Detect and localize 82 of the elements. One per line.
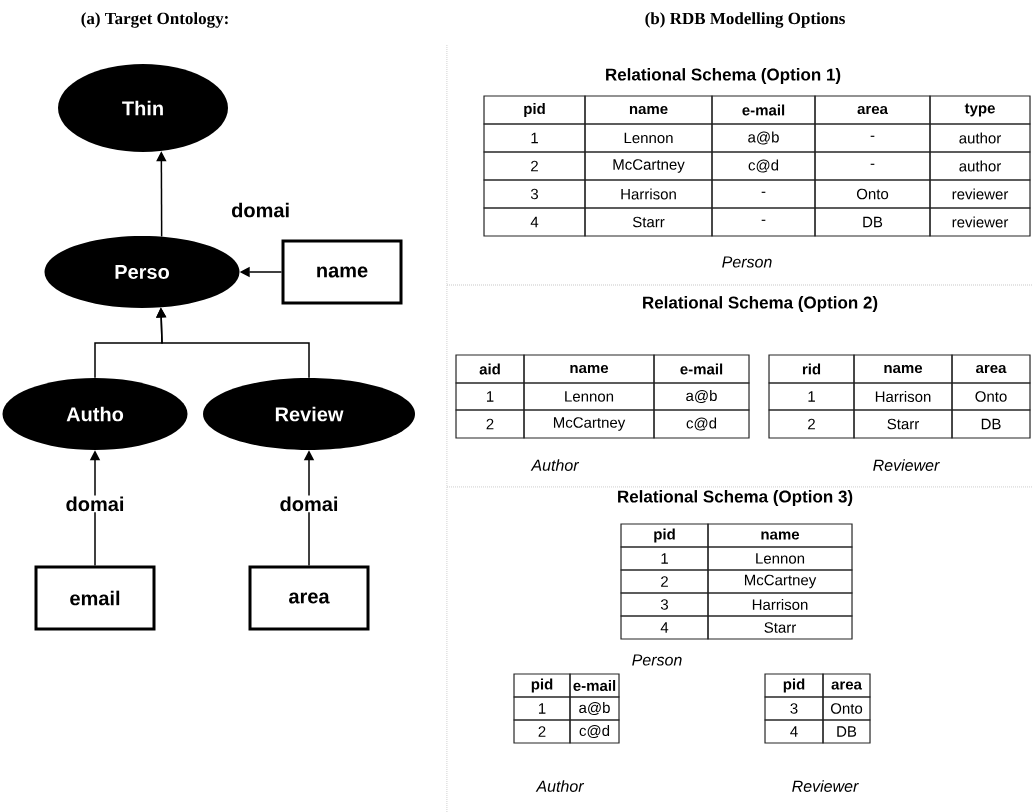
edge-label: domai xyxy=(64,495,126,513)
table-cell: e-mail xyxy=(569,673,620,698)
table-cell: Starr xyxy=(853,409,953,439)
table-caption: Author xyxy=(535,780,585,792)
panel-heading: (a) Target Ontology: xyxy=(81,12,228,28)
table-cell: 1 xyxy=(455,382,525,411)
table-cell: c@d xyxy=(569,719,620,744)
table-cell: a@b xyxy=(711,123,816,153)
table-cell: 1 xyxy=(620,546,709,571)
table-cell: e-mail xyxy=(653,354,750,384)
table-cell: 2 xyxy=(513,719,571,744)
table-cell: author xyxy=(929,123,1031,153)
edge-label: domai xyxy=(230,201,292,219)
table-cell: 3 xyxy=(764,696,824,721)
table-cell: DB xyxy=(951,409,1031,439)
table-cell: name xyxy=(584,95,713,125)
table-cell: pid xyxy=(620,523,709,548)
table-cell: DB xyxy=(822,719,871,744)
table-cell: 3 xyxy=(620,592,709,617)
table-cell: McCartney xyxy=(584,151,713,181)
table-caption: Person xyxy=(632,654,682,666)
table-cell: type xyxy=(929,95,1031,125)
table-caption: Person xyxy=(722,256,772,268)
table-cell: area xyxy=(814,95,931,125)
table-cell: Onto xyxy=(951,382,1031,411)
table-cell: 1 xyxy=(513,696,571,721)
table-cell: e-mail xyxy=(711,95,816,125)
table-cell: - xyxy=(814,123,931,153)
table-cell: Harrison xyxy=(707,592,853,617)
table-cell: name xyxy=(853,354,953,384)
table-cell: c@d xyxy=(711,151,816,181)
table-cell: Lennon xyxy=(584,123,713,153)
table-cell: name xyxy=(523,354,655,384)
table-cell: Lennon xyxy=(523,382,655,411)
property-box: area xyxy=(248,565,370,631)
table-cell: Onto xyxy=(822,696,871,721)
table-cell: rid xyxy=(768,354,855,384)
table-cell: c@d xyxy=(653,409,750,439)
table-cell: - xyxy=(711,179,816,209)
table-cell: Starr xyxy=(584,207,713,237)
table-cell: DB xyxy=(814,207,931,237)
table-cell: McCartney xyxy=(523,409,655,439)
table-caption: Author xyxy=(530,459,580,471)
table-cell: 4 xyxy=(620,615,709,640)
table-cell: reviewer xyxy=(929,179,1031,209)
panel-heading: (b) RDB Modelling Options xyxy=(645,12,845,28)
table-caption: Reviewer xyxy=(873,459,940,471)
table-cell: 3 xyxy=(483,179,586,209)
table-cell: 2 xyxy=(483,151,586,181)
table-cell: 2 xyxy=(455,409,525,439)
table-cell: - xyxy=(711,207,816,237)
table-cell: a@b xyxy=(569,696,620,721)
table-cell: 1 xyxy=(768,382,855,411)
property-box: name xyxy=(281,239,403,305)
table-cell: Harrison xyxy=(853,382,953,411)
table-cell: author xyxy=(929,151,1031,181)
table-cell: 1 xyxy=(483,123,586,153)
property-box: email xyxy=(34,565,156,631)
table-cell: 4 xyxy=(483,207,586,237)
table-title: Relational Schema (Option 3) xyxy=(618,490,853,506)
table-caption: Reviewer xyxy=(792,780,859,792)
table-cell: McCartney xyxy=(707,569,853,594)
table-cell: aid xyxy=(455,354,525,384)
table-cell: 2 xyxy=(768,409,855,439)
table-cell: reviewer xyxy=(929,207,1031,237)
table-cell: Starr xyxy=(707,615,853,640)
table-cell: pid xyxy=(513,673,571,698)
table-cell: 2 xyxy=(620,569,709,594)
table-cell: - xyxy=(814,151,931,181)
table-cell: name xyxy=(707,523,853,548)
table-cell: Lennon xyxy=(707,546,853,571)
table-cell: pid xyxy=(483,95,586,125)
table-cell: pid xyxy=(764,673,824,698)
table-title: Relational Schema (Option 2) xyxy=(643,296,878,312)
table-title: Relational Schema (Option 1) xyxy=(606,68,841,84)
table-cell: a@b xyxy=(653,382,750,411)
table-cell: Harrison xyxy=(584,179,713,209)
table-cell: area xyxy=(822,673,871,698)
table-cell: 4 xyxy=(764,719,824,744)
table-cell: Onto xyxy=(814,179,931,209)
edge-label: domai xyxy=(278,495,340,513)
table-cell: area xyxy=(951,354,1031,384)
